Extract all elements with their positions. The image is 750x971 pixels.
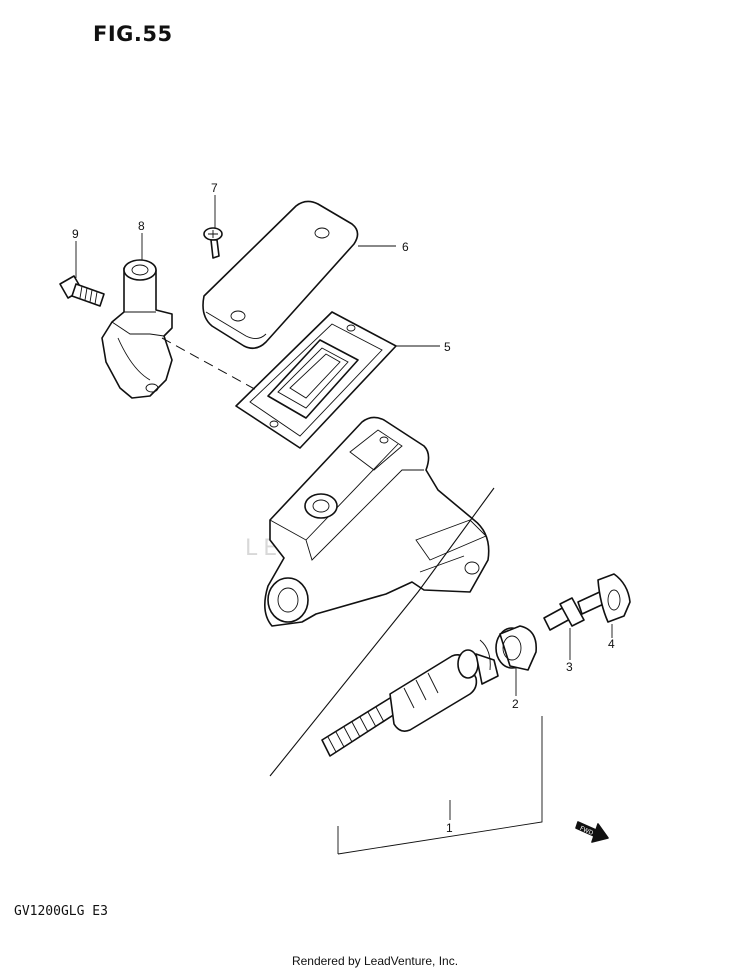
part-9-bolt	[59, 275, 105, 307]
callout-1: 1	[446, 821, 453, 835]
master-cylinder-body	[264, 416, 490, 627]
leader-lines	[75, 195, 613, 855]
footer-credit: Rendered by LeadVenture, Inc.	[291, 954, 459, 968]
part-5-diaphragm	[235, 311, 397, 449]
callout-5: 5	[444, 340, 451, 354]
part-7-screw	[203, 227, 223, 259]
part-4-fitting	[597, 573, 631, 623]
callout-8: 8	[138, 219, 145, 233]
callout-9: 9	[72, 227, 79, 241]
part-2-cup	[495, 625, 537, 671]
assembly-outline	[269, 487, 495, 777]
part-1-piston-assembly	[321, 639, 499, 757]
part-8-holder	[101, 259, 173, 399]
part-3-bolt	[543, 589, 609, 631]
forward-arrow-icon: FWD	[575, 821, 609, 843]
callout-2: 2	[512, 697, 519, 711]
part-6-cap	[202, 200, 359, 350]
alignment-line-holder	[161, 337, 261, 393]
model-code: GV1200GLG E3	[14, 904, 108, 919]
callout-7: 7	[211, 181, 218, 195]
callout-4: 4	[608, 637, 615, 651]
figure-title: FIG.55	[93, 22, 173, 46]
callout-6: 6	[402, 240, 409, 254]
callout-labels: 9 8 7 6 5 4 3 2 1	[72, 181, 615, 835]
callout-3: 3	[566, 660, 573, 674]
